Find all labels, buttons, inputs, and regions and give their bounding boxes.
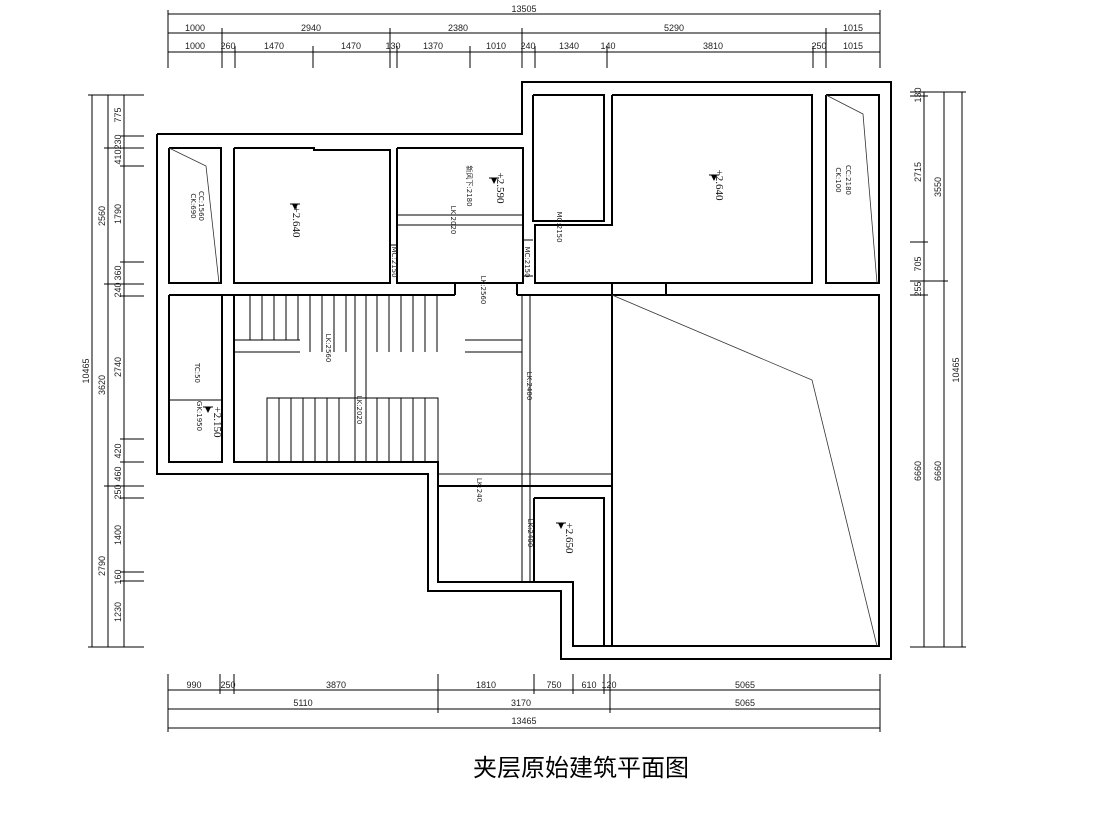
elevation-small-room: +2.650	[563, 523, 575, 554]
top-dim-4: 5290	[664, 23, 684, 33]
left-sub-dim-3: 410	[113, 149, 123, 164]
opening-lk-label-1: LK:2020	[449, 206, 457, 235]
fresh-air-label: 新风下:2180	[465, 165, 474, 206]
top-dim-1: 1000	[185, 23, 205, 33]
right-sub-dim-5: 6660	[913, 461, 923, 481]
bottom-dim-4: 1810	[476, 680, 496, 690]
left-sub-dim-13: 1230	[113, 602, 123, 622]
opening-labels: CC:1560 CK:690 MC:2150 新风下:2180 LK:2020 …	[189, 165, 852, 547]
tc-label: TC:50	[193, 362, 201, 383]
left-dim-3: 2790	[97, 556, 107, 576]
left-dim-1: 2560	[97, 206, 107, 226]
outer-walls	[156, 81, 892, 660]
opening-lk-label-5: LK:2400	[525, 372, 533, 401]
bottom-dim-8: 5065	[735, 680, 755, 690]
bottom-dim-7: 120	[601, 680, 616, 690]
bottom-total-dim: 13465	[511, 716, 536, 726]
staircase-lower	[266, 397, 439, 462]
bottom-sub-dim-3: 5065	[735, 698, 755, 708]
bottom-dim-6: 610	[581, 680, 596, 690]
top-dimensions: 13505 1000 2940 2380 5290 1015 1000 260 …	[167, 4, 881, 68]
elevation-master-room: +2.640	[713, 170, 725, 201]
elevation-bedroom-1: +2.640	[290, 207, 302, 238]
top-dim-2: 2940	[301, 23, 321, 33]
left-sub-dim-6: 240	[113, 282, 123, 297]
elevation-marker-icon	[489, 177, 499, 184]
elevation-marker-icon	[203, 406, 213, 413]
elevation-marker-icon	[556, 522, 566, 529]
top-sub-dim-11: 3810	[703, 41, 723, 51]
elevation-marker-icon	[290, 203, 300, 210]
top-sub-dim-5: 130	[385, 41, 400, 51]
elevation-bedroom-2: +2.590	[494, 173, 506, 204]
right-dimensions: 130 2715 705 255 6660 3550 6660 10465	[910, 87, 966, 648]
opening-lk-label-4: LK:2020	[355, 396, 363, 425]
top-sub-dim-13: 1015	[843, 41, 863, 51]
left-sub-dim-5: 360	[113, 265, 123, 280]
top-sub-dim-6: 1370	[423, 41, 443, 51]
window-ck-label: CK:690	[189, 193, 197, 218]
top-sub-dim-9: 1340	[559, 41, 579, 51]
top-sub-dim-7: 1010	[486, 41, 506, 51]
left-sub-dim-1: 775	[113, 107, 123, 122]
right-sub-dim-4: 255	[913, 281, 923, 296]
window-ck-label-2: CK:100	[834, 167, 842, 192]
top-sub-dim-1: 1000	[185, 41, 205, 51]
bottom-sub-dim-2: 3170	[511, 698, 531, 708]
left-sub-dim-8: 420	[113, 443, 123, 458]
top-total-dim: 13505	[511, 4, 536, 14]
top-sub-dim-4: 1470	[341, 41, 361, 51]
opening-lk-label-2: LK:2560	[479, 276, 487, 305]
bottom-dim-3: 3870	[326, 680, 346, 690]
door-mc-label-3: MC:2150	[555, 211, 563, 242]
right-sub-dim-2: 2715	[913, 162, 923, 182]
right-dim-2: 6660	[933, 461, 943, 481]
top-dim-3: 2380	[448, 23, 468, 33]
left-sub-dim-12: 160	[113, 569, 123, 584]
bottom-dimensions: 990 250 3870 1810 750 610 120 5065 5110 …	[167, 674, 881, 732]
top-sub-dim-8: 240	[520, 41, 535, 51]
interior-details	[168, 94, 878, 647]
door-mc-label-2: MC:2150	[523, 246, 531, 277]
top-sub-dim-10: 140	[600, 41, 615, 51]
gk-label: GK:1950	[195, 401, 203, 431]
bottom-dim-5: 750	[546, 680, 561, 690]
top-dim-5: 1015	[843, 23, 863, 33]
drawing-title: 夹层原始建筑平面图	[473, 754, 689, 782]
left-sub-dim-9: 460	[113, 466, 123, 481]
bottom-dim-1: 990	[186, 680, 201, 690]
opening-lk-label-7: LK:2400	[526, 519, 534, 548]
window-cc-label-2: CC:2180	[844, 165, 852, 195]
left-sub-dim-4: 1790	[113, 204, 123, 224]
left-dim-2: 3620	[97, 375, 107, 395]
bottom-sub-dim-1: 5110	[293, 698, 312, 708]
left-sub-dim-11: 1400	[113, 525, 123, 545]
right-total-dim: 10465	[951, 357, 961, 382]
right-sub-dim-1: 130	[913, 87, 923, 102]
top-sub-dim-3: 1470	[264, 41, 284, 51]
bottom-dim-2: 250	[220, 680, 235, 690]
right-sub-dim-3: 705	[913, 256, 923, 271]
left-sub-dim-10: 250	[113, 484, 123, 499]
left-dimensions: 10465 2560 3620 2790 775 230 410 1790 36…	[81, 94, 144, 648]
elevation-utility-room: +2.150	[211, 407, 223, 438]
left-sub-dim-7: 2740	[113, 357, 123, 377]
window-cc-label: CC:1560	[197, 191, 205, 221]
staircase-upper	[249, 295, 438, 352]
elevation-markers: +2.640 +2.590 +2.640 +2.150 +2.650	[203, 170, 725, 554]
opening-lk-label-3: LK:2560	[324, 334, 332, 363]
top-sub-dim-12: 250	[811, 41, 826, 51]
left-total-dim: 10465	[81, 358, 91, 383]
door-mc-label-1: MC:2150	[390, 246, 398, 277]
elevation-marker-icon	[709, 174, 719, 181]
left-sub-dim-2: 230	[113, 134, 123, 149]
right-dim-1: 3550	[933, 177, 943, 197]
top-sub-dim-2: 260	[220, 41, 235, 51]
opening-lk-label-6: LK:240	[475, 478, 483, 502]
